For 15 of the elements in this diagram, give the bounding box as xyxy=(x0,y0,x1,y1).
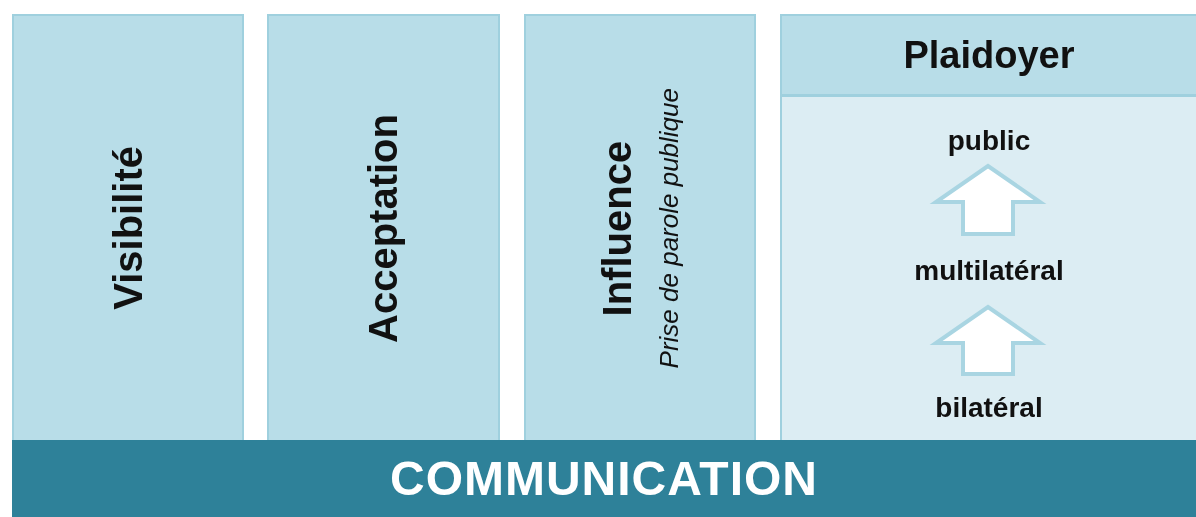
level-label: multilatéral xyxy=(914,254,1064,287)
pillar-box xyxy=(524,14,756,440)
pillar-title: Influence xyxy=(595,140,640,316)
level-label: public xyxy=(947,125,1031,157)
pillar-box xyxy=(12,14,244,440)
advocacy-panel xyxy=(780,14,1196,440)
level-label: bilatéral xyxy=(935,392,1043,424)
pillar-title: Visibilité xyxy=(105,146,151,310)
foundation-bar: COMMUNICATION xyxy=(12,440,1196,517)
pillar-box xyxy=(267,14,500,440)
block-arrow xyxy=(929,163,1047,236)
pillar-title: Acceptation xyxy=(361,113,406,343)
panel-header: Plaidoyer xyxy=(782,16,1196,97)
pillar-subtitle: Prise de parole publique xyxy=(654,87,685,369)
block-arrow xyxy=(929,304,1047,376)
